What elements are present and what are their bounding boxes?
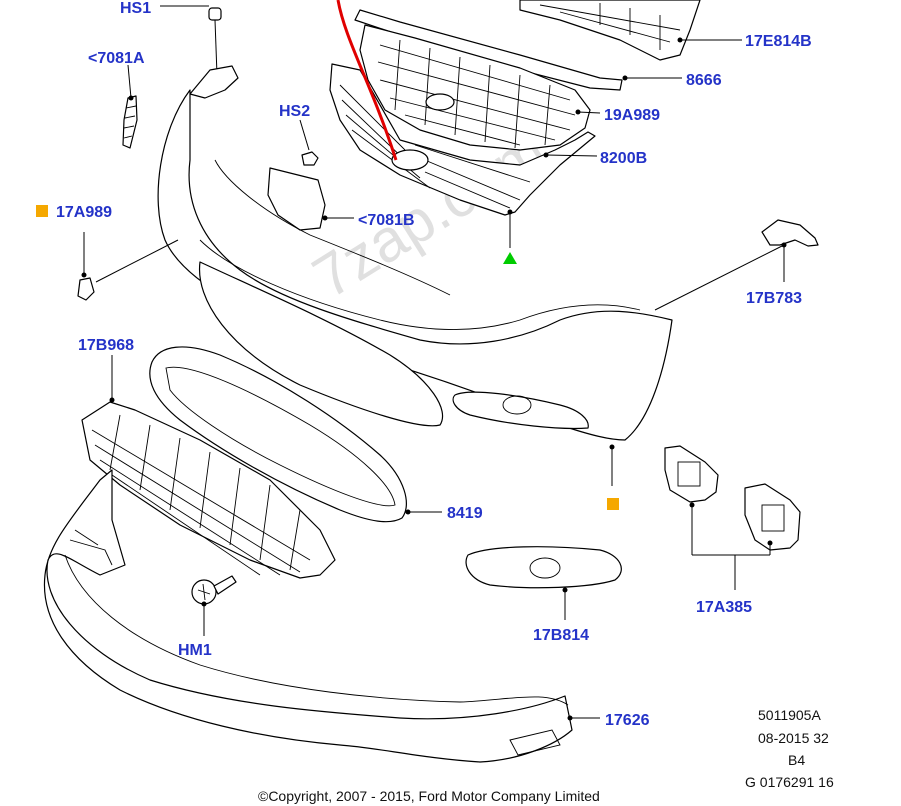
callout-hs2[interactable]: HS2 (279, 103, 310, 120)
17a989-tow-cap (77, 277, 95, 301)
callout-17b968[interactable]: 17B968 (78, 337, 134, 354)
reference-line-2: 08-2015 32 (758, 730, 829, 746)
hm1-screw (191, 575, 237, 605)
green-marker-triangle (503, 252, 517, 264)
upper-grille-assembly (329, 0, 701, 216)
callout-7081a[interactable]: <7081A (88, 50, 145, 67)
callout-8419[interactable]: 8419 (447, 505, 483, 522)
reference-line-1: 5011905A (758, 707, 821, 723)
7081a-clip (122, 95, 138, 149)
callout-17e814b[interactable]: 17E814B (745, 33, 812, 50)
callout-8200b[interactable]: 8200B (600, 150, 647, 167)
callout-hs1[interactable]: HS1 (120, 0, 151, 17)
callout-17b783[interactable]: 17B783 (746, 290, 802, 307)
callout-17a385[interactable]: 17A385 (696, 599, 752, 616)
callout-19a989[interactable]: 19A989 (604, 107, 660, 124)
reference-block: 5011905A 08-2015 32 B4 G 0176291 16 (745, 707, 834, 790)
17b968-lower-grille (81, 401, 336, 579)
callout-17b814[interactable]: 17B814 (533, 627, 589, 644)
hs2-fastener (299, 119, 319, 166)
7081b-plate (267, 167, 326, 231)
reference-line-3: B4 (788, 752, 805, 768)
callout-7081b[interactable]: <7081B (358, 212, 415, 229)
copyright-notice: ©Copyright, 2007 - 2015, Ford Motor Comp… (258, 788, 600, 804)
17b814-fog-bezel (465, 546, 622, 589)
reference-line-4: G 0176291 16 (745, 774, 834, 790)
orange-marker-square-17a989 (36, 205, 48, 217)
callout-17a989[interactable]: 17A989 (56, 204, 112, 221)
17626-lower-spoiler (43, 469, 573, 763)
callout-hm1[interactable]: HM1 (178, 642, 212, 659)
bumper-cover (157, 89, 819, 441)
orange-marker-square-bumper (607, 498, 619, 510)
17a385-brackets (664, 445, 801, 551)
leader-lines (81, 5, 787, 721)
callout-17626[interactable]: 17626 (605, 712, 650, 729)
callout-8666[interactable]: 8666 (686, 72, 722, 89)
8419-grille-surround (149, 346, 407, 523)
red-indicator-line (336, 0, 398, 161)
hs1-fastener (189, 7, 239, 99)
